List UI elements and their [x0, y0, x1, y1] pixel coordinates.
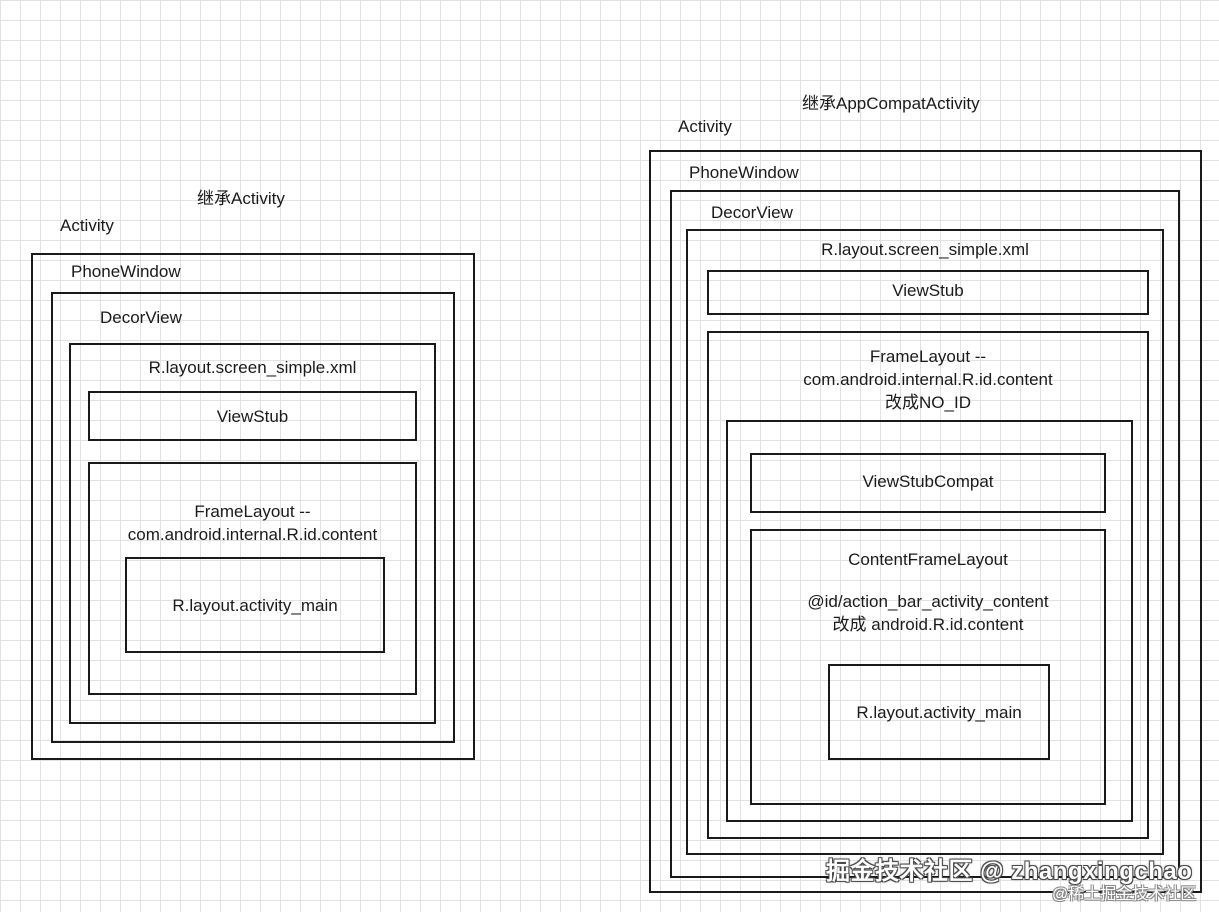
right-phone-window-box [649, 150, 1202, 893]
right-view-stub-compat-label: ViewStubCompat [862, 472, 994, 491]
left-view-stub-box: ViewStub [88, 391, 417, 441]
right-frame-layout-box: FrameLayout -- com.android.internal.R.id… [707, 331, 1149, 839]
left-phone-window-box [31, 253, 475, 760]
right-frame-layout-line1: FrameLayout -- [869, 347, 987, 366]
watermark-sub: @稀土掘金技术社区 [1052, 886, 1197, 903]
right-content-frame-layout-line2: 改成 android.R.id.content [832, 615, 1024, 634]
left-screen-simple-label: R.layout.screen_simple.xml [148, 358, 357, 377]
right-view-stub-box: ViewStub [707, 270, 1149, 315]
left-inherit-activity-label: 继承Activity [197, 189, 285, 208]
right-phone-window-label: PhoneWindow [689, 163, 799, 182]
right-activity-main-box: R.layout.activity_main [828, 664, 1050, 760]
right-frame-layout-line3: 改成NO_ID [885, 393, 971, 412]
left-decor-view-label: DecorView [100, 308, 182, 327]
left-screen-simple-box: R.layout.screen_simple.xml [69, 343, 436, 724]
right-activity-main-label: R.layout.activity_main [856, 703, 1022, 722]
left-activity-label: Activity [60, 216, 114, 235]
right-screen-simple-label: R.layout.screen_simple.xml [821, 240, 1029, 259]
right-activity-label: Activity [678, 117, 732, 136]
watermark-main: 掘金技术社区 @ zhangxingchao [826, 858, 1193, 885]
right-content-frame-layout-box: ContentFrameLayout @id/action_bar_activi… [750, 529, 1106, 805]
right-frame-layout-line2: com.android.internal.R.id.content [803, 370, 1053, 389]
left-frame-layout-box: FrameLayout -- com.android.internal.R.id… [88, 462, 417, 695]
left-frame-layout-line2: com.android.internal.R.id.content [127, 525, 378, 544]
right-content-frame-layout-line1: @id/action_bar_activity_content [807, 592, 1049, 611]
left-activity-main-box: R.layout.activity_main [125, 557, 385, 653]
left-activity-main-label: R.layout.activity_main [172, 596, 338, 615]
left-view-stub-label: ViewStub [216, 407, 289, 426]
right-screen-simple-box: R.layout.screen_simple.xml [686, 229, 1164, 855]
right-decor-view-label: DecorView [711, 203, 793, 222]
right-inner-container-box [726, 420, 1133, 822]
right-inherit-appcompat-label: 继承AppCompatActivity [802, 94, 980, 113]
right-view-stub-label: ViewStub [892, 281, 964, 300]
left-decor-view-box [51, 292, 455, 743]
right-decor-view-box [670, 190, 1180, 878]
right-content-frame-layout-title: ContentFrameLayout [848, 550, 1008, 569]
left-frame-layout-line1: FrameLayout -- [194, 502, 311, 521]
right-view-stub-compat-box: ViewStubCompat [750, 453, 1106, 513]
left-phone-window-label: PhoneWindow [71, 262, 181, 281]
